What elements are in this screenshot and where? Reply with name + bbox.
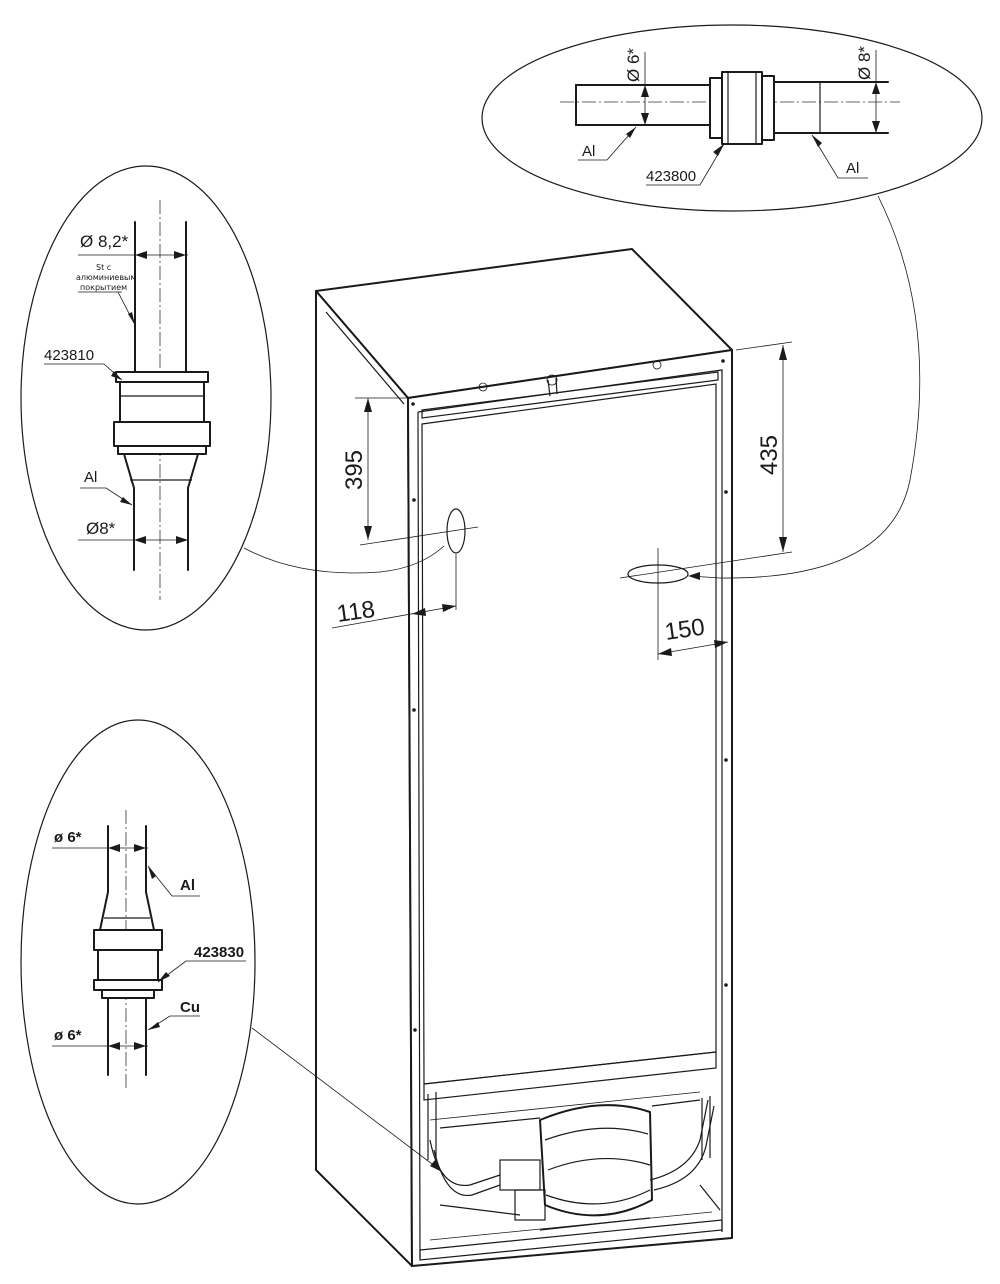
label-al-left: Al (582, 143, 595, 160)
label-al-right: Al (846, 160, 859, 177)
part-423810: 423810 (44, 347, 94, 364)
coating-line1: St c (96, 263, 111, 272)
dia-top-label: ø 6* (54, 829, 82, 846)
dimension-150: 150 (657, 548, 729, 660)
compressor (427, 1092, 721, 1231)
dia-bottom-label: ø 6* (54, 1027, 82, 1044)
detail-left: Ø 8,2* St c алюминиевым покрытием 423810… (20, 165, 272, 631)
dia-bottom-label: Ø8* (86, 519, 116, 538)
detail-top: Ø 6* Ø 8* Al 423800 Al (481, 24, 983, 212)
dim-435-label: 435 (756, 435, 783, 475)
leader-curve-left (243, 545, 445, 574)
dimension-395: 395 (341, 397, 479, 546)
dim-150-label: 150 (663, 614, 706, 646)
fridge-body (315, 248, 733, 1267)
detail-bottom: ø 6* Al 423830 Cu ø 6* (20, 719, 256, 1205)
part-423830: 423830 (194, 944, 244, 961)
leader-line-bottom (251, 1027, 441, 1171)
outlet-left (446, 508, 466, 554)
dimension-435: 435 (619, 341, 793, 579)
label-bottom-cu: Cu (180, 999, 200, 1016)
coating-line3: покрытием (80, 283, 127, 292)
label-mat-al: Al (84, 469, 97, 486)
dia-top-label: Ø 8,2* (80, 232, 129, 251)
dim-118-label: 118 (335, 596, 377, 628)
dia-left-label: Ø 6* (624, 48, 643, 82)
dim-395-label: 395 (341, 450, 368, 490)
dimension-118: 118 (331, 554, 457, 629)
leader-curve-top (689, 195, 921, 579)
label-top-al: Al (180, 877, 195, 894)
dia-right-label: Ø 8* (855, 46, 874, 80)
coating-line2: алюминиевым (76, 273, 136, 282)
part-423800: 423800 (646, 168, 696, 185)
